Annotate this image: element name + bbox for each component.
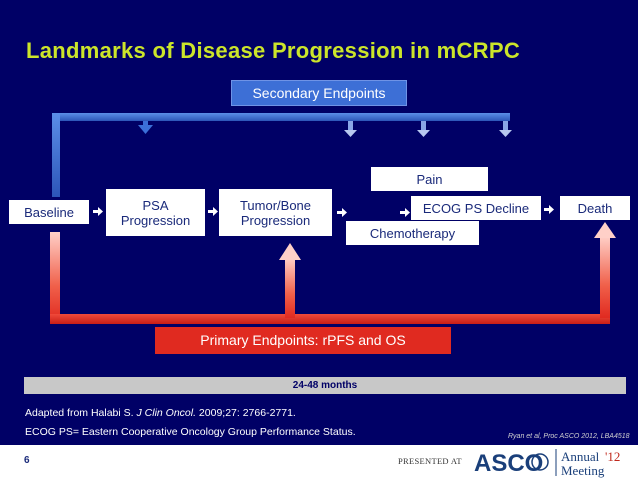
primary-bracket	[50, 222, 616, 324]
flow-arrow-4	[400, 208, 410, 217]
citation-prefix: Adapted from Halabi S.	[25, 407, 137, 419]
stage-tumor-line1: Tumor/Bone	[239, 197, 312, 213]
flow-arrow-3	[337, 208, 347, 217]
stage-baseline: Baseline	[9, 200, 89, 224]
stage-death: Death	[560, 196, 630, 220]
slide-number: 6	[24, 455, 30, 466]
logo-annual-text: Annual	[561, 449, 600, 464]
stage-psa-line2: Progression	[120, 212, 191, 228]
logo-asco-text: ASCO	[474, 450, 543, 477]
secondary-endpoints-box: Secondary Endpoints	[231, 80, 407, 106]
flow-arrow-1	[93, 207, 103, 216]
stage-chemotherapy: Chemotherapy	[346, 221, 479, 245]
arrow-up-tumor	[279, 243, 301, 260]
stage-tumor-line2: Progression	[240, 212, 311, 228]
secondary-bracket	[52, 113, 512, 197]
arrow-down-tumor	[344, 130, 357, 137]
citation-journal: J Clin Oncol.	[136, 407, 197, 419]
arrow-up-death	[594, 222, 616, 238]
logo-globe-icon	[531, 453, 549, 471]
arrow-down-psa	[138, 125, 153, 134]
primary-endpoints-box: Primary Endpoints: rPFS and OS	[155, 327, 451, 354]
asco-annual-meeting-logo: ASCO Annual '12 Meeting	[474, 449, 620, 478]
stage-ecog-ps-decline: ECOG PS Decline	[411, 196, 541, 220]
logo-meeting-text: Meeting	[561, 463, 605, 478]
page-title: Landmarks of Disease Progression in mCRP…	[26, 38, 521, 63]
arrow-down-pain	[417, 130, 430, 137]
stage-psa-line1: PSA	[142, 197, 169, 213]
flow-arrows	[93, 205, 554, 217]
presented-at-label: PRESENTED AT	[398, 456, 462, 466]
logo-year-text: '12	[605, 449, 620, 464]
months-bar: 24-48 months	[24, 377, 626, 394]
citation: Adapted from Halabi S. J Clin Oncol. 200…	[25, 407, 296, 419]
flow-arrow-5	[544, 205, 554, 214]
arrow-down-ecog	[499, 130, 512, 137]
flow-arrow-2	[208, 207, 218, 216]
stage-tumor-bone-progression: Tumor/Bone Progression	[219, 189, 332, 236]
ecog-footnote: ECOG PS= Eastern Cooperative Oncology Gr…	[25, 426, 356, 438]
stage-psa-progression: PSA Progression	[106, 189, 205, 236]
stage-pain: Pain	[371, 167, 488, 191]
citation-suffix: 2009;27: 2766-2771.	[196, 407, 296, 419]
reference-note: Ryan et al, Proc ASCO 2012, LBA4518	[508, 433, 630, 440]
